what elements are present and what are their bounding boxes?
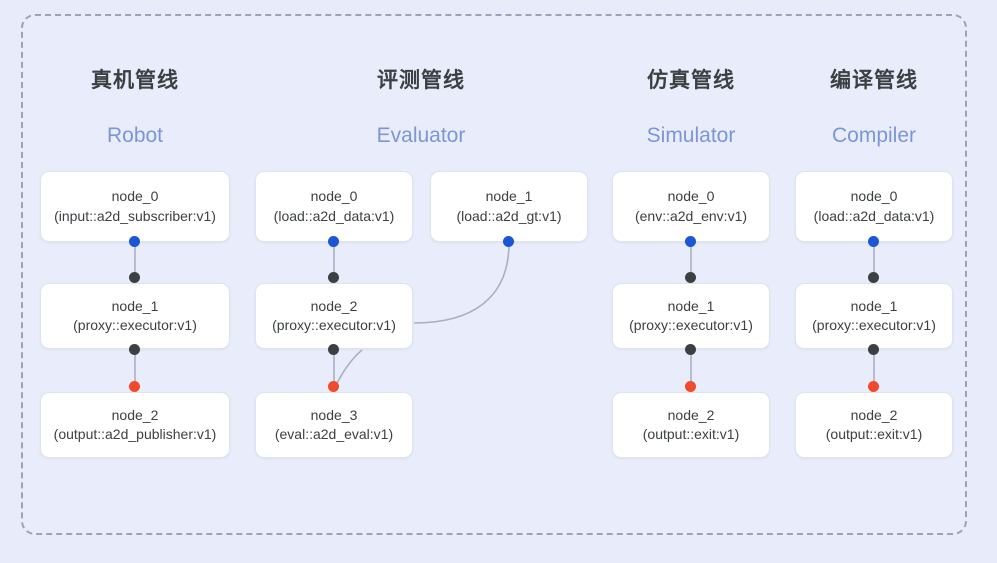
port-out-simulator-0[interactable]: [685, 236, 696, 247]
node-name: node_3: [310, 406, 358, 423]
node-name: node_1: [111, 297, 159, 314]
column-title-cn-compiler: 编译管线: [830, 69, 918, 92]
node-card-evaluator-0[interactable]: node_0 (load::a2d_data:v1): [255, 171, 413, 242]
node-spec: (output::a2d_publisher:v1): [53, 426, 217, 442]
node-card-simulator-0[interactable]: node_0 (env::a2d_env:v1): [612, 171, 770, 242]
port-out-robot-0[interactable]: [129, 236, 140, 247]
node-spec: (env::a2d_env:v1): [634, 207, 748, 224]
node-name: node_0: [310, 188, 358, 205]
node-spec: (proxy::executor:v1): [272, 317, 396, 333]
node-card-robot-1[interactable]: node_1 (proxy::executor:v1): [40, 283, 230, 349]
node-spec: (load::a2d_gt:v1): [456, 207, 562, 224]
port-out-evaluator-2[interactable]: [328, 344, 339, 355]
node-card-robot-0[interactable]: node_0 (input::a2d_subscriber:v1): [40, 171, 230, 242]
port-in-evaluator-2[interactable]: [328, 272, 339, 283]
column-title-cn-simulator: 仿真管线: [647, 69, 735, 92]
port-in-robot-2[interactable]: [129, 381, 140, 392]
column-title-cn-robot: 真机管线: [91, 69, 179, 92]
node-spec: (proxy::executor:v1): [629, 317, 753, 333]
node-name: node_2: [310, 297, 358, 314]
node-spec: (proxy::executor:v1): [812, 317, 936, 333]
node-name: node_1: [485, 188, 533, 205]
column-title-en-compiler: Compiler: [831, 124, 917, 147]
port-out-simulator-1[interactable]: [685, 344, 696, 355]
node-name: node_2: [667, 406, 715, 423]
node-card-evaluator-3[interactable]: node_3 (eval::a2d_eval:v1): [255, 392, 413, 458]
node-card-simulator-2[interactable]: node_2 (output::exit:v1): [612, 392, 770, 458]
port-in-compiler-2[interactable]: [868, 381, 879, 392]
node-spec: (load::a2d_data:v1): [813, 207, 935, 224]
node-name: node_1: [850, 297, 898, 314]
port-in-simulator-1[interactable]: [685, 272, 696, 283]
node-name: node_0: [850, 188, 898, 205]
node-name: node_2: [850, 406, 898, 423]
node-name: node_1: [667, 297, 715, 314]
port-in-simulator-2[interactable]: [685, 381, 696, 392]
port-in-evaluator-3[interactable]: [328, 381, 339, 392]
node-card-compiler-0[interactable]: node_0 (load::a2d_data:v1): [795, 171, 953, 242]
column-title-en-simulator: Simulator: [646, 124, 736, 147]
node-name: node_0: [667, 188, 715, 205]
node-spec: (load::a2d_data:v1): [273, 207, 395, 224]
port-out-evaluator-0[interactable]: [328, 236, 339, 247]
node-card-simulator-1[interactable]: node_1 (proxy::executor:v1): [612, 283, 770, 349]
port-out-compiler-1[interactable]: [868, 344, 879, 355]
column-title-en-evaluator: Evaluator: [376, 124, 466, 147]
port-in-compiler-1[interactable]: [868, 272, 879, 283]
node-card-compiler-2[interactable]: node_2 (output::exit:v1): [795, 392, 953, 458]
port-in-robot-1[interactable]: [129, 272, 140, 283]
node-card-evaluator-1[interactable]: node_1 (load::a2d_gt:v1): [430, 171, 588, 242]
node-spec: (eval::a2d_eval:v1): [274, 426, 394, 442]
port-out-evaluator-1[interactable]: [503, 236, 514, 247]
port-out-robot-1[interactable]: [129, 344, 140, 355]
column-title-en-robot: Robot: [106, 124, 164, 147]
node-card-compiler-1[interactable]: node_1 (proxy::executor:v1): [795, 283, 953, 349]
node-card-evaluator-2[interactable]: node_2 (proxy::executor:v1): [255, 283, 413, 349]
node-card-robot-2[interactable]: node_2 (output::a2d_publisher:v1): [40, 392, 230, 458]
column-title-cn-evaluator: 评测管线: [377, 69, 465, 92]
node-spec: (proxy::executor:v1): [73, 317, 197, 333]
port-out-compiler-0[interactable]: [868, 236, 879, 247]
node-name: node_0: [111, 188, 159, 205]
node-spec: (output::exit:v1): [642, 426, 740, 442]
node-spec: (input::a2d_subscriber:v1): [54, 207, 216, 224]
node-name: node_2: [111, 406, 159, 423]
node-spec: (output::exit:v1): [825, 426, 923, 442]
